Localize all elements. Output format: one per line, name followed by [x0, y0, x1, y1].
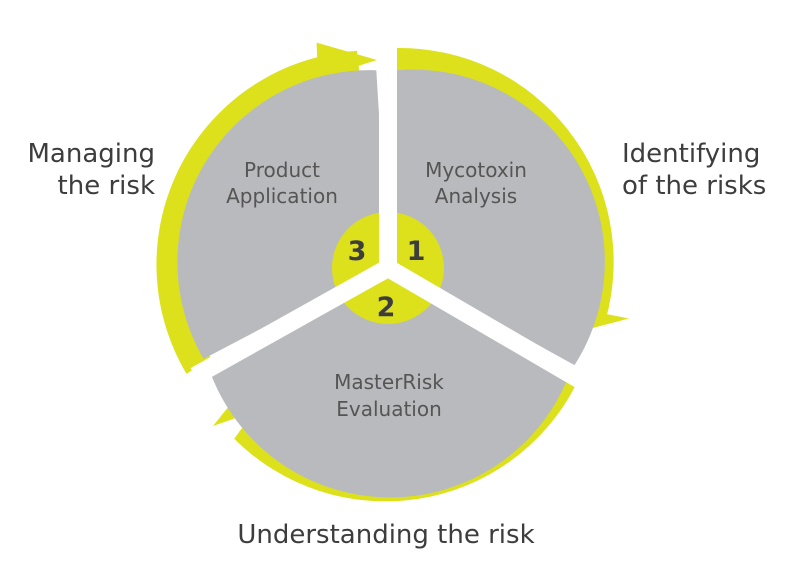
phase-label-managing-line-1: Managing	[28, 139, 156, 169]
phase-label-identifying-line-1: Identifying	[622, 139, 760, 169]
segment-number-3: 3	[348, 236, 367, 267]
phase-label-identifying-line-2: of the risks	[622, 171, 766, 201]
phase-label-managing-line-2: the risk	[58, 171, 155, 201]
segment-label-2-line-2: Evaluation	[336, 397, 442, 421]
segment-number-1: 1	[407, 236, 426, 267]
segment-label-2-line-1: MasterRisk	[334, 370, 444, 394]
arrowhead-managing-icon	[316, 42, 377, 79]
cycle-arrow-managing-icon	[156, 50, 360, 374]
segment-number-2: 2	[377, 292, 396, 323]
phase-label-understanding: Understanding the risk	[237, 520, 534, 550]
segment-label-3-line-1: Product	[244, 158, 320, 182]
segment-label-1-line-2: Analysis	[435, 184, 517, 208]
segment-label-3-line-2: Application	[226, 184, 338, 208]
segment-dividers	[190, 40, 587, 389]
segment-label-1-line-1: Mycotoxin	[425, 158, 527, 182]
